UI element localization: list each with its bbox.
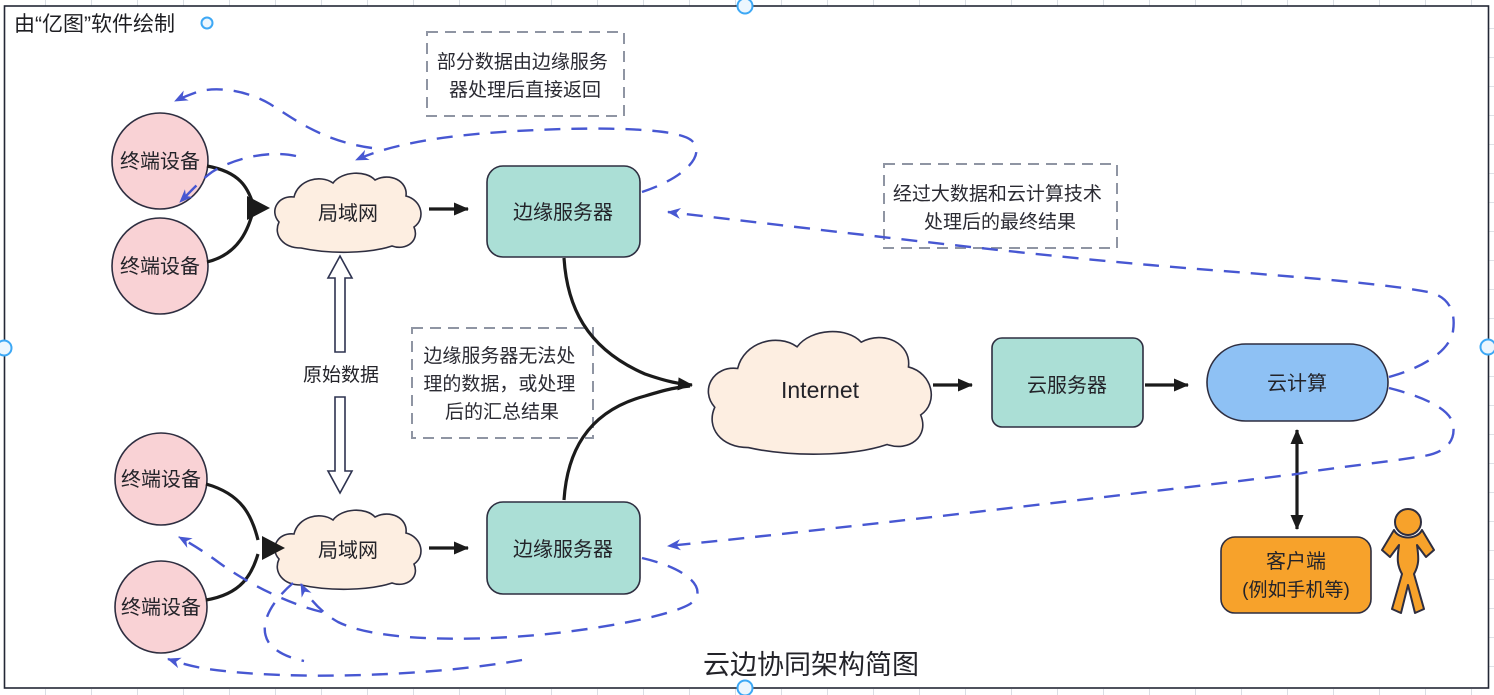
note-cloud-result-text: 经过大数据和云计算技术 处理后的最终结果: [893, 183, 1107, 233]
selection-handle-left[interactable]: [0, 339, 13, 357]
return-flow-lan-to-device1[interactable]: [174, 88, 373, 150]
terminal-device-2[interactable]: 终端设备: [111, 217, 209, 315]
cloud-server[interactable]: 云服务器: [991, 337, 1144, 428]
internet-cloud[interactable]: Internet: [708, 332, 931, 455]
terminal-device-1-label: 终端设备: [120, 150, 200, 173]
credit-handle[interactable]: [200, 16, 214, 30]
connector-edgebottom-internet[interactable]: [562, 384, 691, 501]
note-edge-return[interactable]: 部分数据由边缘服务 器处理后直接返回: [426, 31, 625, 117]
edge-server-top[interactable]: 边缘服务器: [486, 165, 641, 258]
lan-top-label: 局域网: [318, 202, 378, 225]
return-flow-edgebottom-to-lan[interactable]: [299, 556, 699, 640]
terminal-device-3[interactable]: 终端设备: [114, 432, 208, 526]
return-flow-cloud-to-edgetop[interactable]: [667, 207, 1455, 379]
connector-edgetop-internet[interactable]: [562, 257, 693, 391]
connector-device4-lan[interactable]: [205, 553, 260, 602]
return-flow-lan-to-device2[interactable]: [179, 152, 297, 203]
arrowhead-lan-bottom: [262, 536, 285, 560]
terminal-device-4[interactable]: 终端设备: [114, 560, 208, 654]
return-flow-lan-to-device3[interactable]: [178, 535, 323, 614]
person-icon[interactable]: [1381, 508, 1435, 614]
selection-handle-right[interactable]: [1479, 338, 1494, 356]
client-label-line1: 客户端: [1266, 550, 1326, 573]
client-label-line2: (例如手机等): [1242, 579, 1350, 601]
lan-bottom-label: 局域网: [318, 539, 378, 562]
selection-handle-top[interactable]: [736, 0, 754, 15]
note-cloud-result-box[interactable]: [883, 163, 1118, 249]
selection-handle-bottom[interactable]: [736, 679, 754, 695]
return-flow-edgetop-to-lan[interactable]: [355, 127, 698, 194]
terminal-device-4-label: 终端设备: [121, 596, 201, 619]
return-flow-curve-extra[interactable]: [263, 582, 305, 663]
terminal-device-1[interactable]: 终端设备: [111, 112, 209, 210]
raw-data-label[interactable]: 原始数据: [303, 364, 379, 386]
connector-device2-lan[interactable]: [206, 211, 255, 264]
client-node[interactable]: 客户端 (例如手机等): [1220, 536, 1372, 614]
terminal-device-3-label: 终端设备: [121, 468, 201, 491]
connector-device3-lan[interactable]: [205, 482, 260, 541]
lan-cloud-top[interactable]: 局域网: [275, 173, 421, 252]
cloud-server-label: 云服务器: [1027, 374, 1107, 397]
diagram-caption[interactable]: 云边协同架构简图: [703, 650, 919, 680]
note-edge-upload-text: 边缘服务器无法处 理的数据，或处理 后的汇总结果: [423, 345, 580, 423]
note-edge-return-box[interactable]: [426, 31, 625, 117]
credit-text[interactable]: 由“亿图”软件绘制: [14, 13, 175, 36]
note-edge-return-text: 部分数据由边缘服务 器处理后直接返回: [437, 51, 613, 101]
note-cloud-result[interactable]: 经过大数据和云计算技术 处理后的最终结果: [883, 163, 1118, 249]
return-flow-lan-to-device4[interactable]: [167, 657, 523, 677]
note-edge-upload-box[interactable]: [411, 327, 594, 439]
cloud-computing[interactable]: 云计算: [1206, 343, 1389, 422]
terminal-device-2-label: 终端设备: [120, 255, 200, 278]
note-edge-upload[interactable]: 边缘服务器无法处 理的数据，或处理 后的汇总结果: [411, 327, 594, 439]
edge-server-top-label: 边缘服务器: [513, 201, 613, 224]
internet-label: Internet: [781, 377, 860, 403]
edge-server-bottom[interactable]: 边缘服务器: [486, 501, 641, 595]
raw-data-up-arrow[interactable]: [326, 254, 354, 353]
raw-data-down-arrow[interactable]: [326, 396, 354, 495]
lan-cloud-bottom[interactable]: 局域网: [275, 510, 421, 589]
cloud-computing-label: 云计算: [1267, 372, 1327, 395]
arrowhead-lan-top: [247, 196, 270, 220]
edge-server-bottom-label: 边缘服务器: [513, 538, 613, 561]
